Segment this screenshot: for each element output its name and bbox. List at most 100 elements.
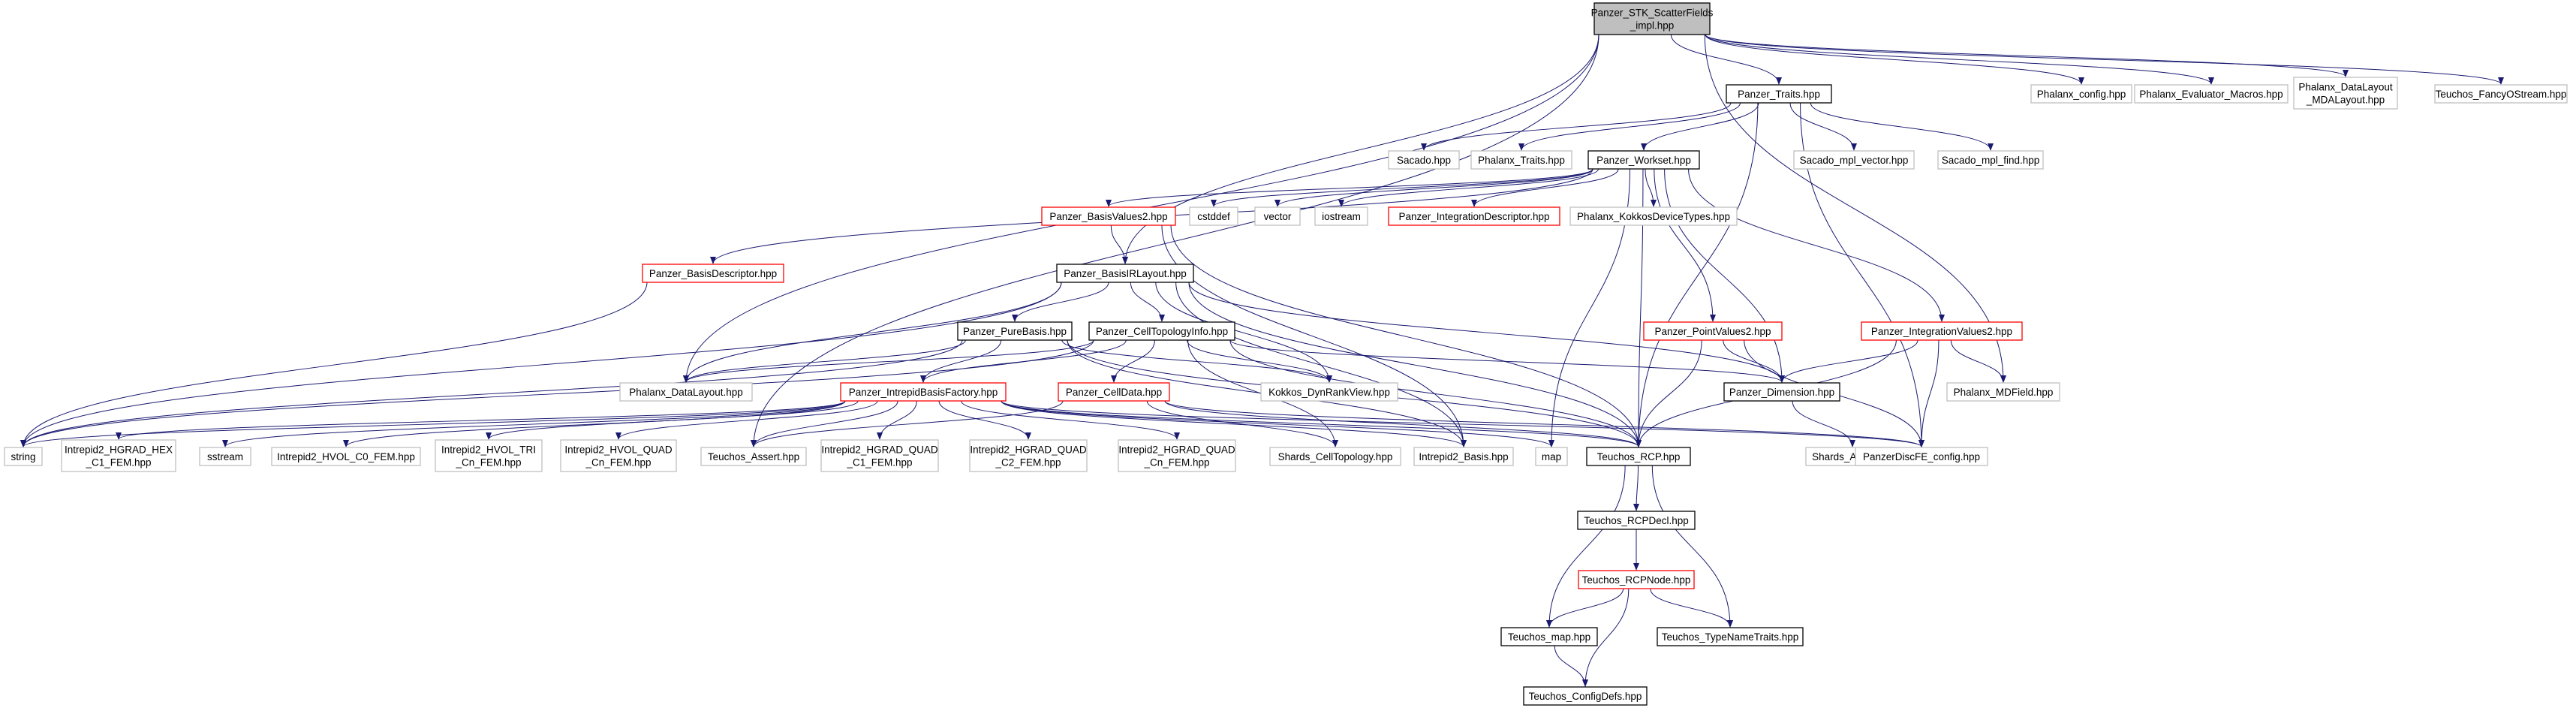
node-hvol-tri-cn: Intrepid2_HVOL_TRI_Cn_FEM.hpp — [435, 439, 543, 472]
node-root[interactable]: Panzer_STK_ScatterFields_impl.hpp — [1591, 2, 1714, 35]
node-label: Shards_CellTopology.hpp — [1278, 451, 1393, 462]
node-label: Panzer_PointValues2.hpp — [1654, 326, 1771, 337]
node-sstream: sstream — [199, 447, 251, 466]
node-box — [1314, 206, 1368, 226]
node-panzer-workset[interactable]: Panzer_Workset.hpp — [1587, 150, 1700, 170]
node-box — [1586, 447, 1691, 466]
dependency-edge — [1001, 400, 1642, 447]
node-teuchos-rcpnode[interactable]: Teuchos_RCPNode.hpp — [1578, 570, 1695, 589]
dependency-edge — [20, 282, 1062, 447]
dependency-edge — [1146, 400, 1338, 447]
dependency-edge — [1651, 465, 1733, 628]
node-box — [642, 264, 784, 283]
dependency-edge — [1186, 339, 1332, 383]
node-panzer-basisdesc[interactable]: Panzer_BasisDescriptor.hpp — [642, 264, 784, 283]
node-panzer-intvalues2[interactable]: Panzer_IntegrationValues2.hpp — [1861, 321, 2023, 341]
node-vector: vector — [1254, 206, 1301, 226]
node-panzer-intdesc[interactable]: Panzer_IntegrationDescriptor.hpp — [1388, 206, 1560, 226]
node-box — [1723, 382, 1840, 402]
node-panzer-pointvalues2[interactable]: Panzer_PointValues2.hpp — [1643, 321, 1783, 341]
dependency-edge — [1188, 282, 1642, 447]
node-label: Panzer_STK_ScatterFields — [1591, 8, 1714, 19]
node-label: Phalanx_config.hpp — [2037, 89, 2126, 100]
dependency-edge — [1106, 168, 1593, 207]
node-box — [2434, 84, 2568, 104]
node-label: Intrepid2_HGRAD_HEX — [65, 444, 173, 456]
node-box — [1937, 150, 2044, 170]
dependency-edge — [1338, 168, 1599, 207]
node-label: _Cn_FEM.hpp — [585, 457, 651, 468]
dependency-edge — [1645, 168, 1657, 207]
node-label: Panzer_CellData.hpp — [1066, 387, 1162, 398]
node-kokkos-dynrank: Kokkos_DynRankView.hpp — [1260, 382, 1398, 402]
node-box — [1587, 150, 1700, 170]
dependency-edge — [1705, 34, 2349, 77]
node-label: Panzer_CellTopologyInfo.hpp — [1096, 326, 1228, 337]
node-label: _impl.hpp — [1630, 20, 1675, 32]
node-box — [2293, 77, 2398, 110]
node-panzer-basisirlayout[interactable]: Panzer_BasisIRLayout.hpp — [1056, 264, 1194, 283]
node-panzer-dimension[interactable]: Panzer_Dimension.hpp — [1723, 382, 1840, 402]
dependency-edge — [1211, 168, 1593, 207]
node-teuchos-rcp[interactable]: Teuchos_RCP.hpp — [1586, 447, 1691, 466]
node-sacado-mpl-vector: Sacado_mpl_vector.hpp — [1793, 150, 1915, 170]
node-box — [1470, 150, 1572, 170]
node-box — [1643, 321, 1783, 341]
dependency-edge — [1012, 282, 1109, 322]
node-panzer-celldata[interactable]: Panzer_CellData.hpp — [1058, 382, 1170, 402]
node-label: Teuchos_RCPDecl.hpp — [1584, 515, 1689, 526]
dependency-edge — [1950, 339, 2006, 383]
node-label: Teuchos_TypeNameTraits.hpp — [1662, 631, 1799, 643]
node-teuchos-configdefs[interactable]: Teuchos_ConfigDefs.hpp — [1523, 686, 1648, 706]
node-label: PanzerDiscFE_config.hpp — [1863, 451, 1980, 462]
dependency-edge — [938, 400, 1031, 440]
node-panzer-ibf[interactable]: Panzer_IntrepidBasisFactory.hpp — [840, 382, 1007, 402]
dependency-edge — [1274, 168, 1593, 207]
node-box — [1088, 321, 1235, 341]
node-shards-celltopo: Shards_CellTopology.hpp — [1269, 447, 1401, 466]
node-sacado-mpl-find: Sacado_mpl_find.hpp — [1937, 150, 2044, 170]
dependency-edge — [1164, 400, 1642, 447]
node-label: Panzer_BasisIRLayout.hpp — [1064, 268, 1187, 279]
node-label: Intrepid2_Basis.hpp — [1419, 451, 1508, 462]
dependency-edge — [1670, 34, 1782, 85]
node-panzer-basisvalues2[interactable]: Panzer_BasisValues2.hpp — [1041, 206, 1176, 226]
node-label: Intrepid2_HGRAD_QUAD — [1118, 444, 1235, 456]
node-teuchos-typename[interactable]: Teuchos_TypeNameTraits.hpp — [1657, 627, 1804, 646]
dependency-edge — [961, 400, 1180, 440]
dependency-edge — [1061, 339, 1332, 383]
dependency-edge — [20, 339, 1094, 447]
node-panzer-discfe: PanzerDiscFE_config.hpp — [1855, 447, 1988, 466]
dependency-edge — [1546, 588, 1624, 628]
node-box — [2030, 84, 2132, 104]
node-label: Panzer_BasisValues2.hpp — [1049, 211, 1167, 222]
node-box — [1260, 382, 1398, 402]
dependency-edge — [20, 400, 846, 447]
node-box — [1726, 84, 1832, 104]
node-panzer-celltopo[interactable]: Panzer_CellTopologyInfo.hpp — [1088, 321, 1235, 341]
node-teuchos-rcpdecl[interactable]: Teuchos_RCPDecl.hpp — [1577, 511, 1696, 530]
node-teuchos-assert: Teuchos_Assert.hpp — [700, 447, 807, 466]
dependency-edge — [1636, 339, 1702, 447]
node-label: Phalanx_MDField.hpp — [1954, 387, 2054, 398]
node-box — [1189, 206, 1238, 226]
node-phalanx-kokkos-dt: Phalanx_KokkosDeviceTypes.hpp — [1569, 206, 1738, 226]
node-label: Teuchos_ConfigDefs.hpp — [1529, 691, 1642, 702]
dependency-edge — [1554, 645, 1588, 687]
dependency-edge — [1688, 168, 1945, 322]
node-box — [1254, 206, 1301, 226]
node-box — [1056, 264, 1194, 283]
node-box — [2134, 84, 2289, 104]
dependency-edge — [486, 400, 859, 440]
node-teuchos-map[interactable]: Teuchos_map.hpp — [1500, 627, 1598, 646]
node-phalanx-traits: Phalanx_Traits.hpp — [1470, 150, 1572, 170]
dependency-edge — [1792, 400, 1855, 447]
node-sacado: Sacado.hpp — [1388, 150, 1460, 170]
node-panzer-traits[interactable]: Panzer_Traits.hpp — [1726, 84, 1832, 104]
dependency-edge — [1704, 34, 2006, 383]
node-panzer-purebasis[interactable]: Panzer_PureBasis.hpp — [957, 321, 1073, 341]
node-box — [957, 321, 1073, 341]
dependency-edge — [1705, 34, 2084, 85]
node-label: cstddef — [1197, 211, 1230, 222]
node-cstddef: cstddef — [1189, 206, 1238, 226]
